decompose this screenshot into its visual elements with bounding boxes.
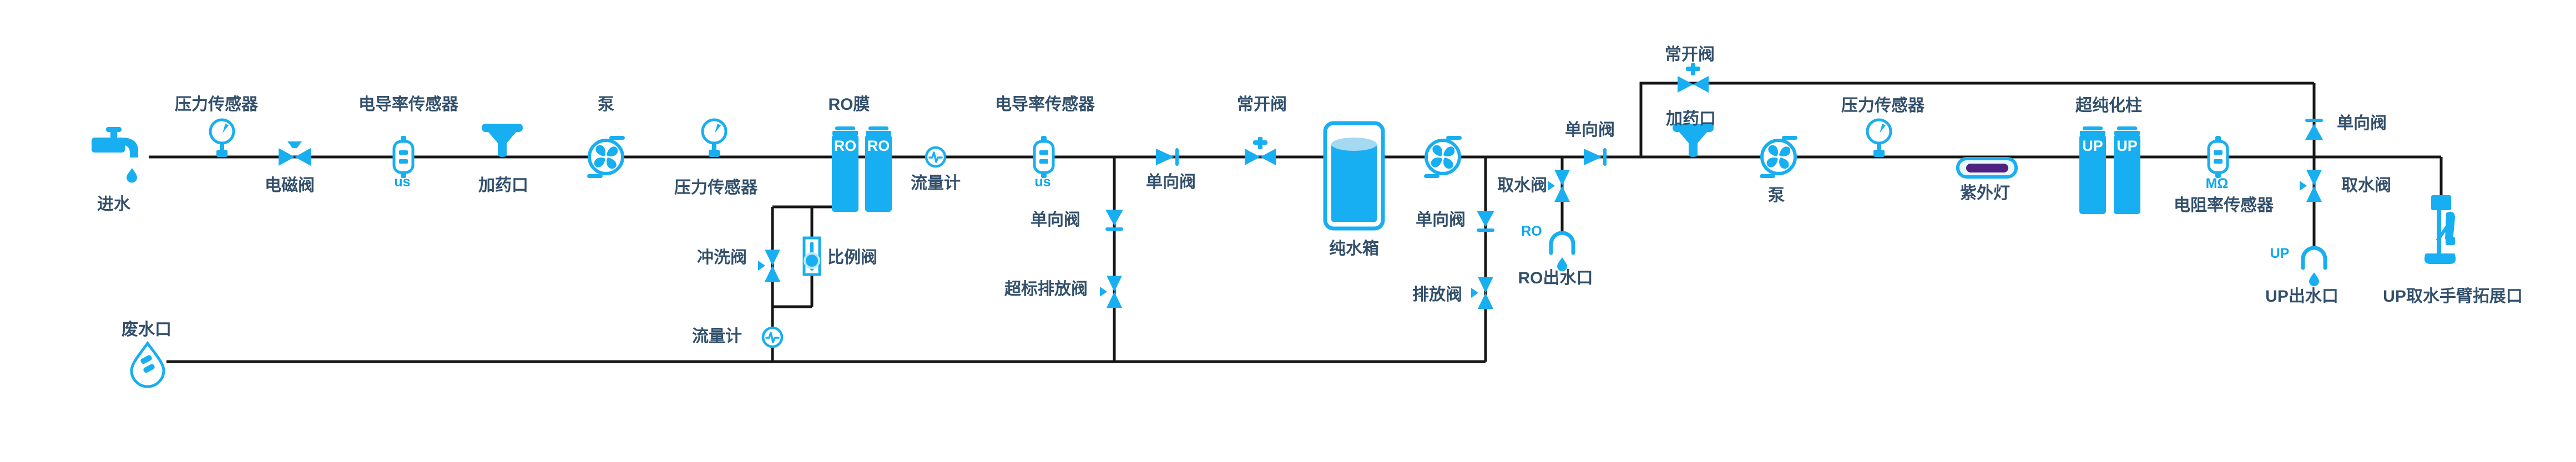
label-overflow-drain-valve: 超标排放阀	[1004, 280, 1088, 298]
label-conductivity-sensor-1: 电导率传感器	[358, 95, 458, 114]
label-uv-lamp: 紫外灯	[1960, 184, 2010, 202]
pump-icon	[587, 136, 625, 178]
label-normally-open-valve-1: 常开阀	[1237, 95, 1287, 114]
proportional-valve-icon	[802, 236, 821, 276]
label-pump-1: 泵	[598, 95, 614, 114]
check-valve-right-icon	[1156, 148, 1179, 166]
label-proportional-valve: 比例阀	[827, 248, 877, 267]
up-dispenser-arm-icon	[2424, 195, 2456, 264]
uv-lamp-icon	[1956, 157, 2018, 179]
up-outlet-icon	[2301, 246, 2327, 286]
label-us-2: us	[1034, 174, 1051, 190]
water-inlet-faucet-icon	[92, 127, 138, 183]
check-valve-down-icon	[1477, 211, 1494, 232]
label-normally-open-valve-2: 常开阀	[1665, 45, 1715, 64]
label-solenoid-valve: 电磁阀	[265, 176, 315, 195]
solenoid-valve-icon	[279, 141, 311, 166]
check-valve-up-icon	[2305, 119, 2323, 140]
label-pure-water-tank: 纯水箱	[1329, 240, 1379, 258]
conductivity-sensor-icon	[1033, 136, 1055, 178]
label-pressure-sensor-1: 压力传感器	[175, 95, 258, 114]
label-check-valve-2: 单向阀	[1146, 173, 1196, 191]
intake-valve-icon	[1548, 170, 1570, 202]
label-check-valve-1: 单向阀	[1031, 211, 1080, 229]
conductivity-sensor-icon	[392, 136, 415, 178]
label-check-valve-5: 单向阀	[2337, 114, 2387, 133]
label-up-text: UP	[2270, 246, 2290, 261]
label-waste-port: 废水口	[122, 321, 171, 339]
pressure-sensor-gauge-icon	[701, 118, 728, 157]
dosing-port-funnel-icon	[1673, 124, 1714, 157]
label-flow-meter-2: 流量计	[692, 327, 742, 346]
ro-membrane-columns-icon	[832, 126, 892, 212]
label-up-column-2: UP	[2117, 138, 2138, 154]
intake-valve-icon	[2300, 170, 2322, 202]
dosing-port-funnel-icon	[482, 124, 523, 157]
label-ro-column-1: RO	[834, 138, 857, 154]
label-us-1: us	[394, 174, 411, 190]
flow-meter-icon	[925, 146, 947, 168]
check-valve-right-icon	[1584, 148, 1607, 166]
overflow-drain-valve-icon	[1100, 276, 1122, 308]
label-check-valve-4: 单向阀	[1565, 121, 1615, 139]
pressure-sensor-gauge-icon	[1866, 118, 1892, 157]
label-ro-column-2: RO	[867, 138, 890, 154]
label-check-valve-3: 单向阀	[1416, 211, 1466, 229]
label-up-outlet: UP出水口	[2265, 287, 2338, 306]
normally-open-valve-icon	[1678, 63, 1709, 93]
label-pump-3: 泵	[1768, 186, 1785, 205]
label-pressure-sensor-2: 压力传感器	[674, 179, 757, 197]
label-intake-valve-1: 取水阀	[1497, 176, 1547, 195]
label-up-column: 超纯化柱	[2075, 97, 2142, 115]
label-dosing-port-2: 加药口	[1666, 110, 1716, 128]
flow-meter-icon	[761, 326, 784, 348]
label-up-column-1: UP	[2082, 138, 2103, 154]
label-up-arm: UP取水手臂拓展口	[2383, 287, 2523, 306]
drain-valve-icon	[1471, 277, 1493, 309]
label-conductivity-sensor-2: 电导率传感器	[995, 95, 1095, 114]
label-ro-text: RO	[1521, 224, 1542, 239]
resistivity-sensor-icon	[2207, 136, 2229, 178]
label-flow-meter-1: 流量计	[911, 174, 961, 192]
pipe-network	[149, 82, 2443, 363]
label-flush-valve: 冲洗阀	[697, 248, 747, 267]
label-intake-valve-2: 取水阀	[2341, 176, 2391, 195]
label-drain-valve: 排放阀	[1412, 286, 1462, 304]
label-ro-membrane: RO膜	[828, 95, 870, 114]
ro-outlet-icon	[1549, 231, 1575, 271]
label-dosing-port-1: 加药口	[478, 176, 528, 195]
label-pressure-sensor-3: 压力传感器	[1841, 97, 1925, 115]
check-valve-down-icon	[1105, 210, 1123, 231]
flush-valve-icon	[758, 250, 780, 282]
pressure-sensor-gauge-icon	[209, 118, 235, 157]
up-purification-columns-icon	[2079, 126, 2140, 214]
label-resistivity-sensor: 电阻率传感器	[2174, 196, 2274, 215]
label-water-inlet: 进水	[97, 195, 130, 214]
pump-icon	[1760, 136, 1797, 178]
label-mohm: MΩ	[2205, 176, 2229, 191]
label-ro-outlet: RO出水口	[1518, 269, 1593, 287]
normally-open-valve-icon	[1245, 137, 1276, 165]
pipe-top-bypass	[1639, 82, 2314, 157]
waste-port-drop-icon	[130, 341, 165, 388]
pump-icon	[1424, 136, 1462, 178]
pure-water-tank-icon	[1323, 121, 1385, 231]
